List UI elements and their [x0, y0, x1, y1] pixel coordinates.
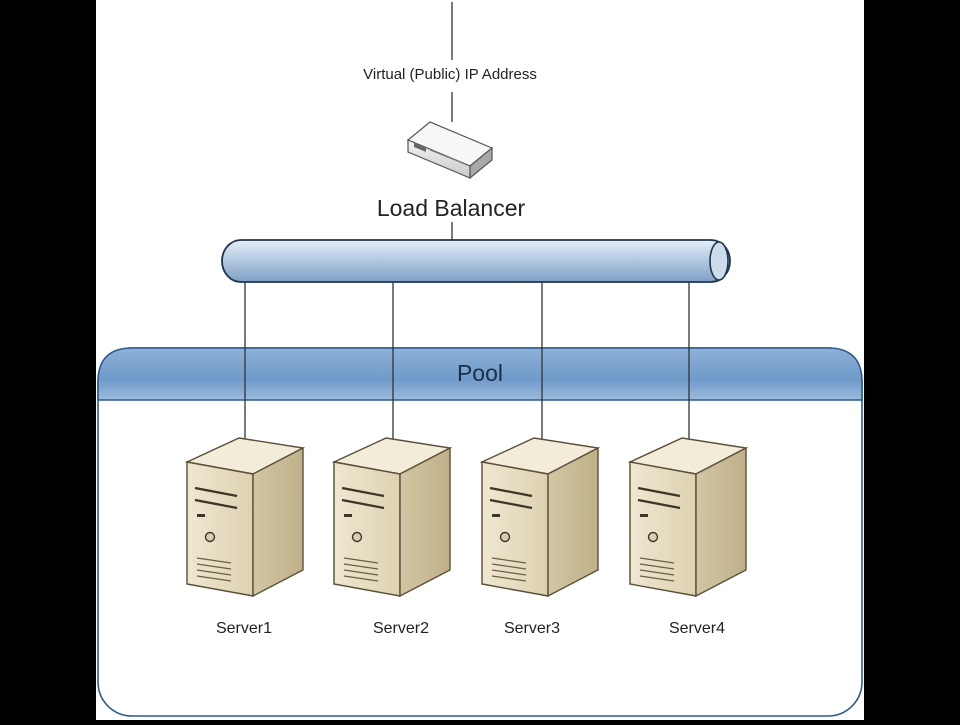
public-ip-label: Virtual (Public) IP Address [363, 66, 537, 83]
pool-container [97, 347, 863, 717]
load-balancer-label: Load Balancer [377, 195, 526, 221]
server-2-label: Server2 [373, 620, 429, 637]
pool-header [97, 347, 863, 401]
network-pipe [221, 239, 731, 283]
server-4-label: Server4 [669, 620, 725, 637]
pool-label: Pool [457, 360, 503, 386]
server-1-label: Server1 [216, 620, 272, 637]
server-1-icon [184, 437, 306, 598]
server-2-icon [331, 437, 453, 598]
server-4-icon [627, 437, 749, 598]
server-3-icon [479, 437, 601, 598]
server-group [184, 437, 749, 598]
load-balancer-icon [406, 121, 494, 180]
server-3-label: Server3 [504, 620, 560, 637]
server-labels: Server1 Server2 Server3 Server4 [216, 620, 725, 637]
